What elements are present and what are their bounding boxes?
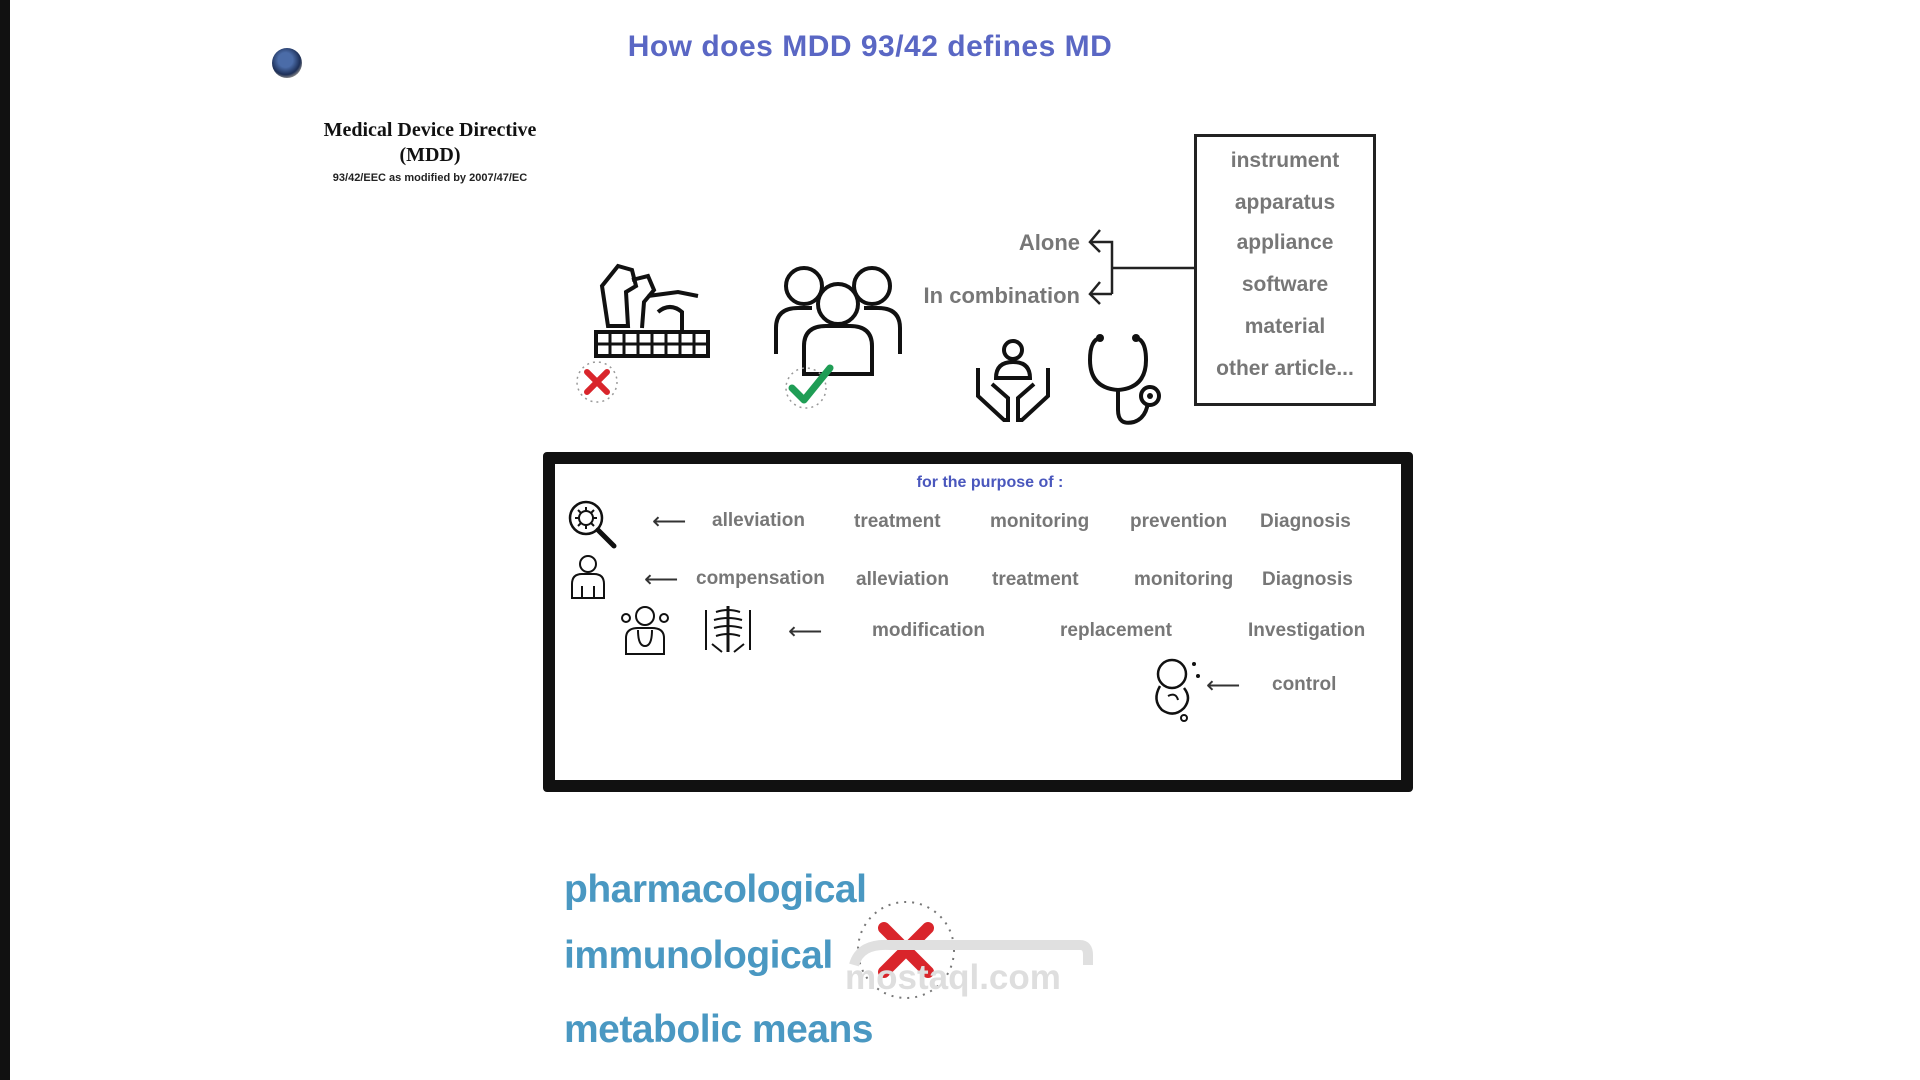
purpose-row3-item: replacement	[1060, 620, 1172, 641]
animals-icon	[594, 263, 710, 358]
mdd-title-line2: (MDD)	[399, 144, 461, 166]
excluded-means-metabolic: metabolic means	[564, 1008, 873, 1051]
mode-alone: Alone	[1018, 230, 1080, 255]
people-group-icon	[774, 266, 902, 376]
mdd-title: Medical Device Directive (MDD)	[300, 118, 560, 168]
excluded-x-icon	[576, 361, 618, 403]
device-type-other-article: other article...	[1216, 357, 1354, 380]
injured-person-icon	[571, 555, 605, 599]
device-type-software: software	[1241, 273, 1329, 296]
device-type-material: material	[1244, 315, 1326, 338]
purpose-row4-item: control	[1272, 674, 1337, 695]
mode-bracket-connector	[1088, 229, 1194, 305]
purpose-title: for the purpose of :	[916, 474, 1064, 491]
arrow-left-icon: ⟵	[1206, 672, 1241, 699]
left-edge-bar	[0, 0, 10, 1080]
device-type-instrument: instrument	[1230, 149, 1340, 172]
arrow-left-icon: ⟵	[652, 508, 687, 535]
device-type-appliance: appliance	[1236, 231, 1334, 254]
purpose-row3-item: modification	[872, 620, 985, 641]
included-check-icon	[785, 364, 834, 409]
virus-magnifier-icon	[568, 500, 617, 549]
mdd-subtitle: 93/42/EEC as modified by 2007/47/EC	[332, 172, 528, 184]
fetus-icon	[1155, 658, 1200, 722]
care-hands-icon	[976, 339, 1050, 422]
purpose-row1-item: treatment	[854, 511, 941, 532]
logo-icon	[272, 48, 302, 78]
doctor-icon	[621, 606, 669, 655]
purpose-row2-item: treatment	[992, 569, 1079, 590]
purpose-row3-item: Investigation	[1248, 620, 1366, 641]
purpose-row2-item: compensation	[696, 568, 825, 589]
arrow-left-icon: ⟵	[644, 566, 679, 593]
watermark-logo-icon	[849, 939, 1093, 967]
device-types-box: instrument apparatus appliance software …	[1194, 134, 1376, 406]
anatomy-xray-icon	[705, 606, 751, 653]
purpose-box	[543, 452, 1413, 792]
purpose-row1-item: monitoring	[990, 511, 1090, 532]
purpose-row1-item: prevention	[1130, 511, 1228, 532]
purpose-row2-item: monitoring	[1134, 569, 1234, 590]
device-type-apparatus: apparatus	[1234, 191, 1336, 214]
watermark-text: mostaql.com	[845, 958, 1061, 997]
purpose-row1-item: Diagnosis	[1260, 511, 1351, 532]
purpose-row1-item: alleviation	[712, 510, 805, 531]
purpose-row2-item: alleviation	[856, 569, 949, 590]
mdd-title-line1: Medical Device Directive	[323, 119, 537, 141]
arrow-left-icon: ⟵	[788, 618, 823, 645]
purpose-row2-item: Diagnosis	[1262, 569, 1353, 590]
excluded-means-immunological: immunological	[564, 934, 833, 977]
mode-in-combination: In combination	[923, 283, 1080, 308]
stethoscope-icon	[1087, 334, 1161, 425]
slide-title: How does MDD 93/42 defines MD	[627, 30, 1113, 63]
excluded-means-pharmacological: pharmacological	[564, 868, 867, 911]
